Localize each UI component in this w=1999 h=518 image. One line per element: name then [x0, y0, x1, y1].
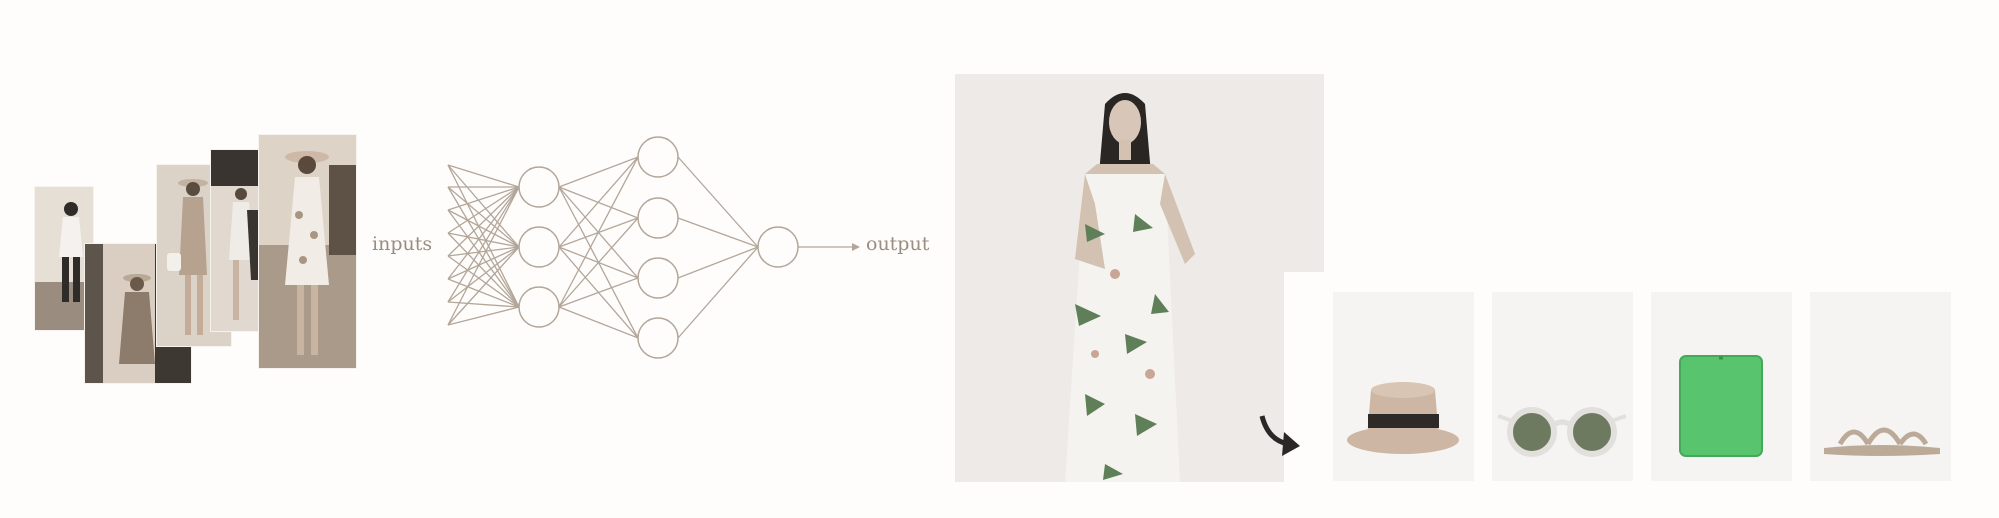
- network-edge: [447, 246, 520, 280]
- network-edge: [558, 156, 639, 308]
- network-edge: [447, 246, 520, 303]
- network-edge: [447, 186, 520, 308]
- neural-network-diagram: [447, 136, 860, 359]
- hat-icon: [1347, 382, 1459, 454]
- product-hat: [1333, 292, 1474, 481]
- network-edge: [677, 246, 759, 279]
- network-connections: [447, 156, 860, 339]
- model-photo: [955, 74, 1324, 482]
- curved-arrow-icon: [1259, 415, 1300, 456]
- neuron-node: [518, 226, 560, 268]
- output-label: output: [866, 233, 930, 255]
- network-edge: [447, 186, 520, 248]
- network-edge: [447, 209, 520, 248]
- sunglasses-icon: [1497, 407, 1627, 457]
- inputs-label: inputs: [372, 233, 433, 255]
- network-edge: [558, 306, 639, 339]
- network-edge: [447, 246, 520, 257]
- network-edge: [447, 209, 520, 308]
- network-edge: [447, 306, 520, 326]
- neuron-node: [518, 166, 560, 208]
- input-photo-1: [34, 186, 94, 331]
- network-neurons: [518, 136, 799, 359]
- neuron-node: [637, 197, 679, 239]
- network-edge: [558, 217, 639, 308]
- neuron-node: [637, 136, 679, 178]
- neuron-node: [637, 317, 679, 359]
- network-edge: [447, 186, 520, 257]
- network-edge: [447, 186, 520, 303]
- network-edge: [558, 156, 639, 248]
- neuron-node: [637, 257, 679, 299]
- output-arrowhead: [852, 243, 860, 251]
- network-edge: [447, 164, 520, 188]
- network-edge: [447, 186, 520, 326]
- neuron-node: [757, 226, 799, 268]
- network-edge: [447, 186, 520, 211]
- network-edge: [447, 246, 520, 326]
- network-edge: [677, 156, 759, 248]
- input-photo-5: [258, 134, 357, 369]
- sandal-icon: [1824, 427, 1940, 456]
- network-edge: [558, 156, 639, 188]
- product-sandals: [1810, 292, 1951, 481]
- network-edge: [558, 277, 639, 308]
- wallet-icon: [1679, 355, 1763, 457]
- network-edge: [447, 186, 520, 234]
- network-edge: [447, 164, 520, 248]
- network-edge: [447, 186, 520, 280]
- network-edge: [447, 164, 520, 308]
- network-edge: [677, 217, 759, 248]
- network-edge: [447, 232, 520, 248]
- product-wallet: [1651, 292, 1792, 481]
- network-edge: [677, 246, 759, 339]
- product-sunglasses: [1492, 292, 1633, 481]
- neuron-node: [518, 286, 560, 328]
